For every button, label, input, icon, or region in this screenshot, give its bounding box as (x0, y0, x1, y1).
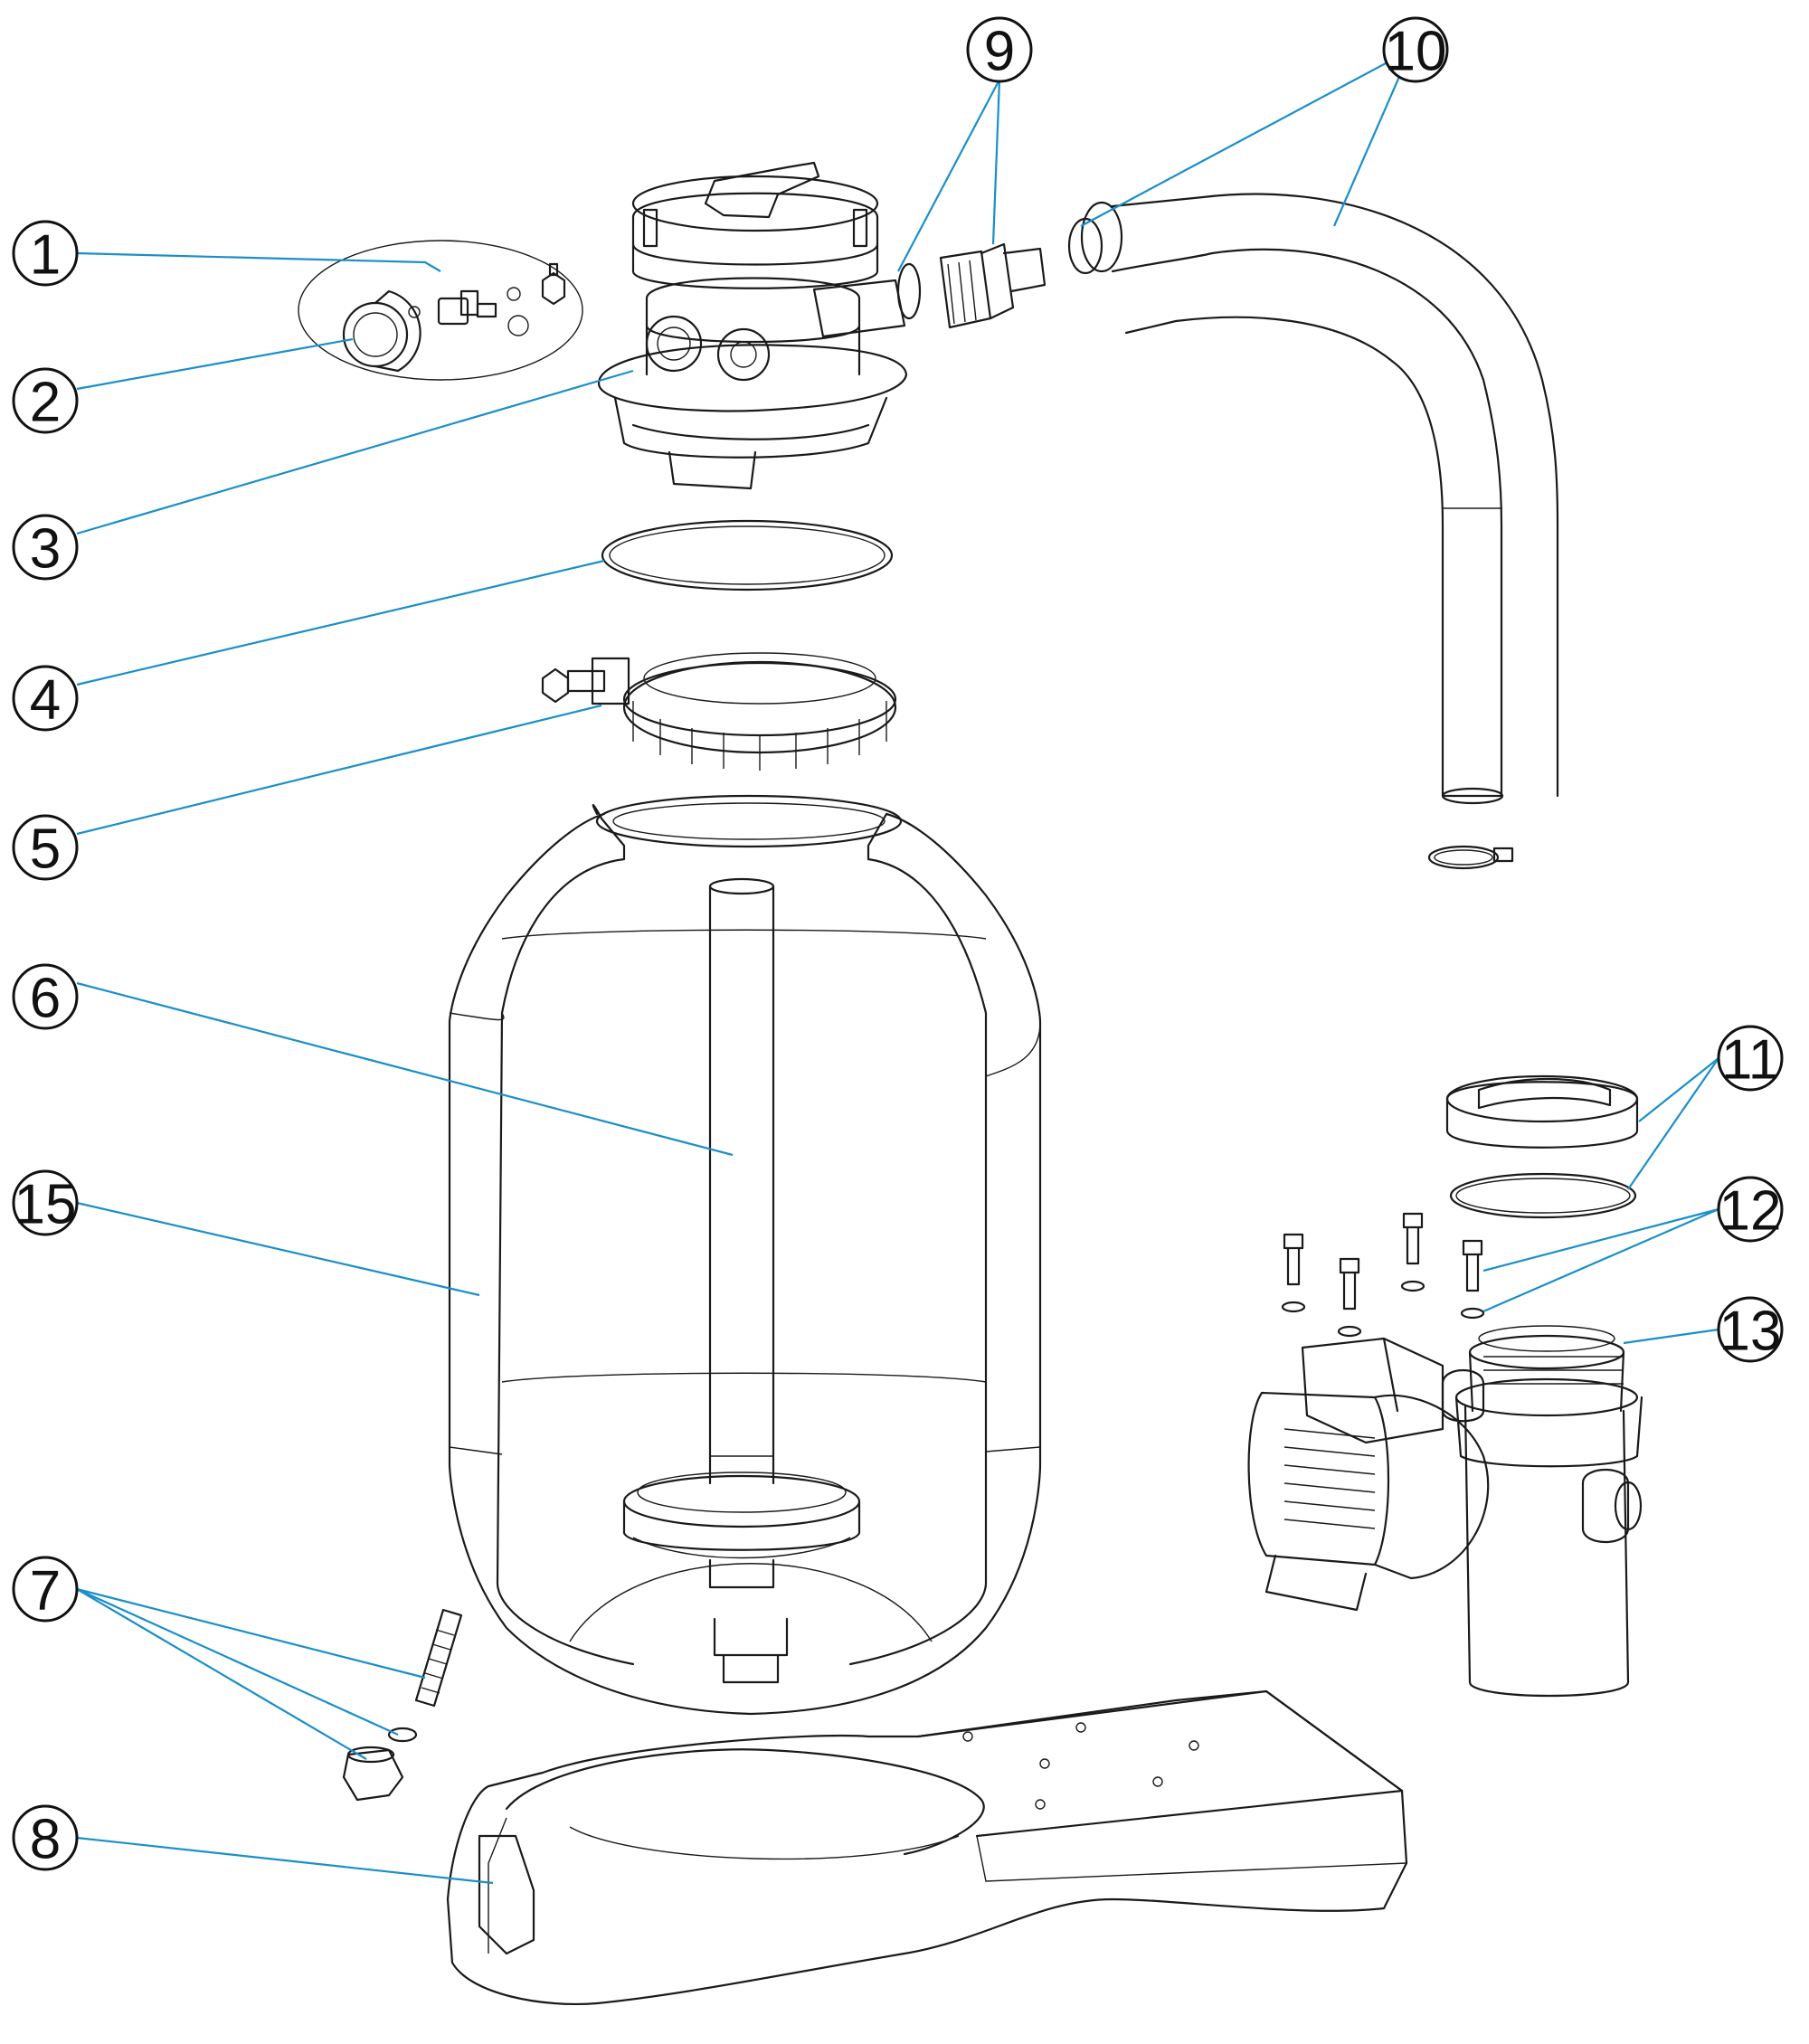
callout-4: 4 (12, 665, 79, 732)
leader-2 (76, 337, 354, 391)
multiport-valve (597, 161, 908, 490)
callout-7: 7 (12, 1556, 79, 1623)
union-connector (896, 242, 1047, 329)
callout-label: 13 (1719, 1301, 1782, 1363)
callout-label: 3 (30, 518, 61, 581)
leader-15 (76, 1201, 480, 1297)
callout-1: 1 (12, 220, 79, 287)
leader-10a (1080, 49, 1412, 227)
callout-12: 12 (1717, 1176, 1784, 1243)
callout-label: 9 (984, 21, 1015, 83)
leader-11a (1638, 1057, 1719, 1122)
filter-tank (448, 794, 1042, 1716)
leader-9a (897, 79, 1000, 272)
connection-hose (1067, 193, 1559, 870)
strainer-lid (1445, 1074, 1639, 1219)
callout-9: 9 (966, 16, 1033, 83)
callout-5: 5 (12, 814, 79, 881)
leader-9b (991, 79, 1001, 245)
leader-13 (1623, 1328, 1719, 1345)
callout-label: 4 (30, 669, 61, 732)
leader-6 (76, 981, 734, 1157)
callout-13: 13 (1717, 1296, 1784, 1363)
filter-pump (1247, 1325, 1643, 1698)
leader-4 (76, 559, 605, 686)
callout-3: 3 (12, 514, 79, 581)
callout-label: 7 (30, 1560, 61, 1623)
callout-label: 5 (30, 819, 61, 881)
callout-2: 2 (12, 367, 79, 434)
leader-12b (1482, 1207, 1719, 1313)
leader-7a (76, 1587, 426, 1680)
callout-label: 10 (1385, 21, 1447, 83)
callouts: 1 2 3 4 5 6 7 8 (12, 16, 1784, 1871)
leader-10b (1332, 49, 1413, 227)
callout-6: 6 (12, 963, 79, 1030)
tank-o-ring (601, 519, 894, 591)
leader-3 (76, 369, 634, 535)
standpipe-lateral (622, 877, 861, 1589)
callout-10: 10 (1382, 16, 1449, 83)
filter-base (446, 1689, 1408, 2006)
pressure-gauge-assembly (298, 240, 583, 381)
callout-label: 12 (1719, 1180, 1782, 1243)
leader-1 (76, 251, 441, 272)
callout-label: 2 (30, 372, 61, 434)
leader-12a (1482, 1207, 1719, 1273)
leader-5 (76, 704, 602, 836)
leader-8 (76, 1836, 494, 1885)
screws-washers (1281, 1212, 1485, 1338)
drain-assembly (342, 1608, 463, 1802)
callout-label: 6 (30, 968, 61, 1030)
callout-8: 8 (12, 1804, 79, 1871)
callout-11: 11 (1717, 1025, 1784, 1092)
clamp-ring (541, 652, 897, 771)
callout-label: 11 (1721, 1029, 1779, 1092)
leader-7b (76, 1587, 399, 1736)
leader-7c (76, 1588, 367, 1760)
callout-label: 15 (14, 1174, 77, 1236)
leader-11b (1627, 1057, 1719, 1190)
callout-15: 15 (12, 1169, 79, 1236)
callout-label: 1 (30, 224, 61, 287)
callout-label: 8 (30, 1809, 61, 1871)
leader-lines (76, 49, 1719, 1885)
